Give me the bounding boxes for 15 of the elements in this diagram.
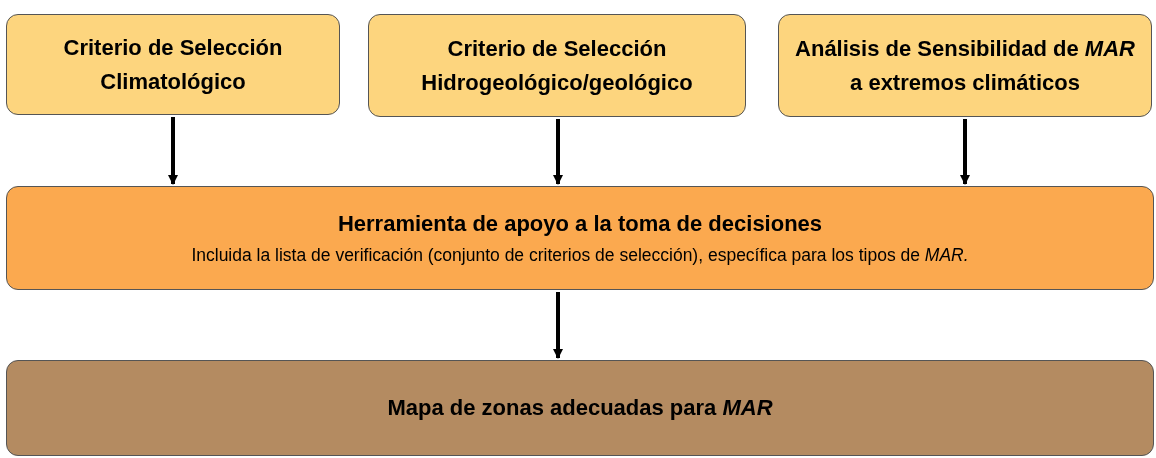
input-box xyxy=(6,14,340,115)
box-title: Mapa de zonas adecuadas para MAR xyxy=(386,394,774,422)
arrow xyxy=(553,292,563,359)
input-box xyxy=(778,14,1152,117)
arrow xyxy=(168,117,178,185)
box-title: Herramienta de apoyo a la toma de decisiones xyxy=(336,210,824,238)
box-title: Criterio de Selección Hidrogeológico/geológico xyxy=(420,34,694,97)
input-box xyxy=(368,14,746,117)
result-box xyxy=(6,360,1154,456)
box-title: Criterio de Selección Climatológico xyxy=(62,33,284,96)
decision-tool-box xyxy=(6,186,1154,290)
arrow xyxy=(960,119,970,185)
box-description: Incluida la lista de verificación (conjunto de criterios de selección), específica para los tipos de MAR. xyxy=(191,244,969,267)
arrow xyxy=(553,119,563,185)
box-title: Análisis de Sensibilidad de MAR a extremos climáticos xyxy=(794,34,1136,97)
